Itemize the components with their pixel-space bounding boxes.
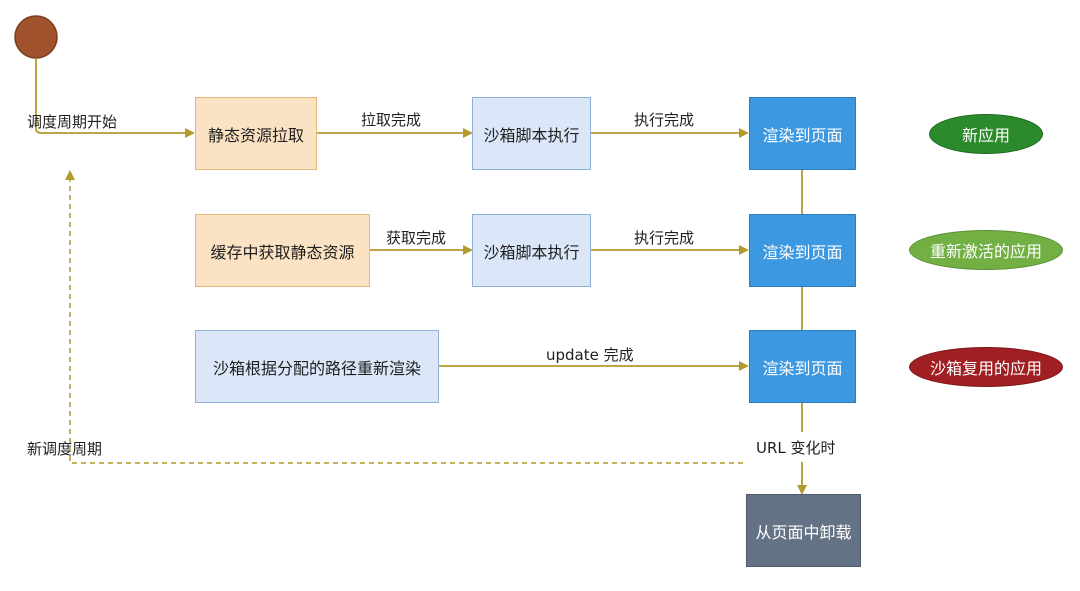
legend-sandbox-reused-app: 沙箱复用的应用: [909, 347, 1063, 387]
node-sandbox-exec-2: 沙箱脚本执行: [472, 214, 591, 287]
label-cycle-start: 调度周期开始: [27, 113, 118, 131]
legend-reactivated-app: 重新激活的应用: [909, 230, 1063, 270]
cycle-start-line: [35, 58, 195, 138]
label-url-change: URL 变化时: [756, 439, 836, 457]
node-render-1: 渲染到页面: [749, 97, 856, 170]
label-update-done: update 完成: [546, 346, 634, 364]
label-new-cycle: 新调度周期: [27, 440, 103, 458]
new-cycle-dashed-line: [65, 170, 743, 464]
node-sandbox-rerender: 沙箱根据分配的路径重新渲染: [195, 330, 439, 403]
node-render-3: 渲染到页面: [749, 330, 856, 403]
label-get-done: 获取完成: [386, 229, 447, 247]
label-fetch-done: 拉取完成: [361, 111, 422, 129]
node-render-2: 渲染到页面: [749, 214, 856, 287]
label-exec-done-1: 执行完成: [634, 111, 695, 129]
node-cache-static: 缓存中获取静态资源: [195, 214, 370, 287]
node-unmount: 从页面中卸载: [746, 494, 861, 567]
start-node: [14, 15, 58, 59]
legend-new-app: 新应用: [929, 114, 1043, 154]
node-fetch-static: 静态资源拉取: [195, 97, 317, 170]
node-sandbox-exec-1: 沙箱脚本执行: [472, 97, 591, 170]
label-exec-done-2: 执行完成: [634, 229, 695, 247]
